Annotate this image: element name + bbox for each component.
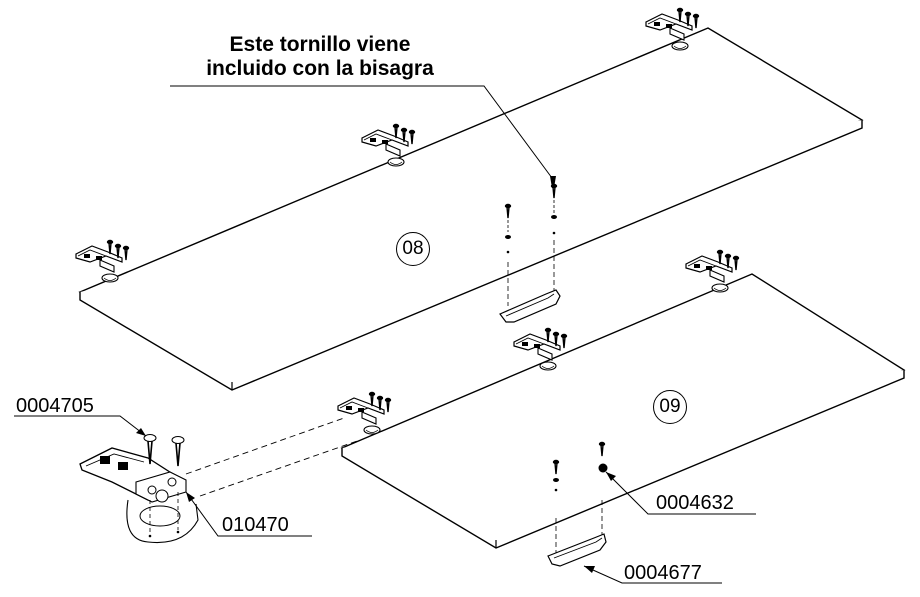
handle-icon xyxy=(499,289,561,323)
panel-08 xyxy=(78,27,864,391)
part-callout-screw: 0004705 xyxy=(16,395,94,417)
cam-lock-icon xyxy=(598,463,608,473)
panel-09 xyxy=(340,273,906,549)
hinge-icon xyxy=(338,392,391,434)
hinge-detail-inset xyxy=(79,434,199,544)
panel-label-09: 09 xyxy=(653,390,687,424)
handle-icon xyxy=(547,533,607,567)
panel-label-08: 08 xyxy=(396,232,430,266)
screw-note-line2: incluido con la bisagra xyxy=(206,57,434,80)
screw-note: Este tornillo viene incluido con la bisa… xyxy=(170,33,470,81)
part-callout-handle: 0004677 xyxy=(624,562,702,584)
part-callout-hinge: 010470 xyxy=(222,514,289,536)
screw-icon xyxy=(504,183,558,254)
part-callout-cap: 0004632 xyxy=(656,492,734,514)
screw-icon xyxy=(552,441,606,492)
note-leader xyxy=(170,85,553,179)
screw-note-line1: Este tornillo viene xyxy=(229,33,411,56)
